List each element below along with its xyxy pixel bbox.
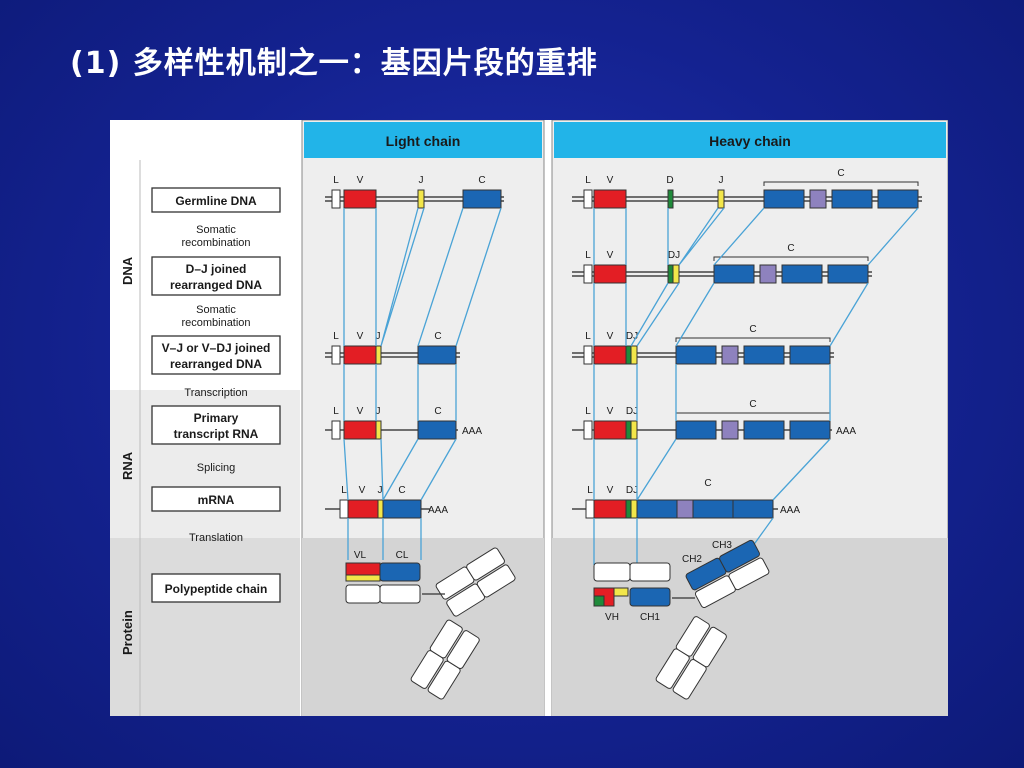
svg-text:V: V	[607, 175, 614, 186]
svg-text:L: L	[587, 485, 593, 496]
svg-text:mRNA: mRNA	[198, 493, 235, 507]
svg-text:L: L	[585, 250, 591, 261]
stage-primary-transcript: Primary transcript RNA	[151, 405, 281, 445]
svg-text:Germline DNA: Germline DNA	[175, 194, 257, 208]
svg-text:V: V	[357, 331, 364, 342]
light-chain-header: Light chain	[386, 133, 461, 149]
heavy-chain-panel: Heavy chain L V D J C L V DJ C	[551, 120, 948, 716]
section-label-dna: DNA	[120, 256, 135, 285]
svg-text:L: L	[341, 485, 347, 496]
svg-text:V: V	[607, 331, 614, 342]
label-vl: VL	[354, 550, 367, 561]
svg-text:V: V	[607, 406, 614, 417]
svg-text:L: L	[333, 406, 339, 417]
step-somatic-2: Somatic	[196, 304, 236, 316]
svg-text:DJ: DJ	[626, 406, 638, 417]
svg-text:D–J joined: D–J joined	[186, 262, 247, 276]
stage-dj-joined: D–J joined rearranged DNA	[151, 256, 281, 296]
svg-text:C: C	[749, 399, 756, 410]
slide-title: (1) 多样性机制之一：基因片段的重排	[70, 46, 598, 81]
svg-text:AAA: AAA	[428, 505, 448, 516]
svg-text:J: J	[378, 485, 383, 496]
svg-text:J: J	[719, 175, 724, 186]
svg-text:J: J	[419, 175, 424, 186]
svg-text:transcript RNA: transcript RNA	[174, 427, 259, 441]
svg-text:DJ: DJ	[626, 485, 638, 496]
svg-text:DJ: DJ	[626, 331, 638, 342]
step-splicing: Splicing	[197, 462, 236, 474]
svg-text:recombination: recombination	[181, 317, 250, 329]
svg-text:V: V	[357, 175, 364, 186]
svg-text:C: C	[434, 331, 441, 342]
svg-text:C: C	[787, 243, 794, 254]
light-chain-panel: Light chain L V J C L V J C AAA L V J C	[301, 120, 545, 716]
stage-polypeptide: Polypeptide chain	[151, 573, 281, 603]
heavy-chain-header: Heavy chain	[709, 133, 791, 149]
stage-mrna: mRNA	[151, 486, 281, 512]
stage-vj-joined: V–J or V–DJ joined rearranged DNA	[151, 335, 281, 375]
svg-text:C: C	[434, 406, 441, 417]
svg-text:Primary: Primary	[194, 411, 239, 425]
svg-text:C: C	[478, 175, 485, 186]
svg-text:V: V	[607, 485, 614, 496]
svg-text:V: V	[357, 406, 364, 417]
svg-text:J: J	[376, 331, 381, 342]
label-vh: VH	[605, 612, 619, 623]
svg-text:C: C	[749, 324, 756, 335]
step-transcription: Transcription	[184, 387, 247, 399]
svg-text:C: C	[837, 168, 844, 179]
section-label-protein: Protein	[120, 610, 135, 655]
svg-text:Polypeptide chain: Polypeptide chain	[165, 582, 268, 596]
svg-text:L: L	[333, 175, 339, 186]
svg-text:J: J	[376, 406, 381, 417]
svg-text:AAA: AAA	[836, 426, 856, 437]
rearrangement-figure: .t { font-family:"Liberation Sans", sans…	[110, 120, 948, 716]
stage-germline: Germline DNA	[151, 187, 281, 213]
svg-text:recombination: recombination	[181, 237, 250, 249]
svg-text:V: V	[359, 485, 366, 496]
svg-text:D: D	[666, 175, 673, 186]
svg-text:C: C	[398, 485, 405, 496]
svg-text:L: L	[585, 406, 591, 417]
svg-text:rearranged DNA: rearranged DNA	[170, 357, 262, 371]
step-somatic-1: Somatic	[196, 224, 236, 236]
label-ch2: CH2	[682, 554, 702, 565]
label-cl: CL	[396, 550, 409, 561]
svg-text:V: V	[607, 250, 614, 261]
label-ch3: CH3	[712, 540, 732, 551]
svg-text:DJ: DJ	[668, 250, 680, 261]
svg-text:L: L	[585, 175, 591, 186]
svg-text:V–J or V–DJ joined: V–J or V–DJ joined	[162, 341, 271, 355]
label-ch1: CH1	[640, 612, 660, 623]
svg-text:rearranged DNA: rearranged DNA	[170, 278, 262, 292]
step-translation: Translation	[189, 532, 243, 544]
svg-text:L: L	[333, 331, 339, 342]
svg-text:C: C	[704, 478, 711, 489]
svg-text:AAA: AAA	[462, 426, 482, 437]
svg-text:L: L	[585, 331, 591, 342]
svg-text:AAA: AAA	[780, 505, 800, 516]
section-label-rna: RNA	[120, 451, 135, 480]
